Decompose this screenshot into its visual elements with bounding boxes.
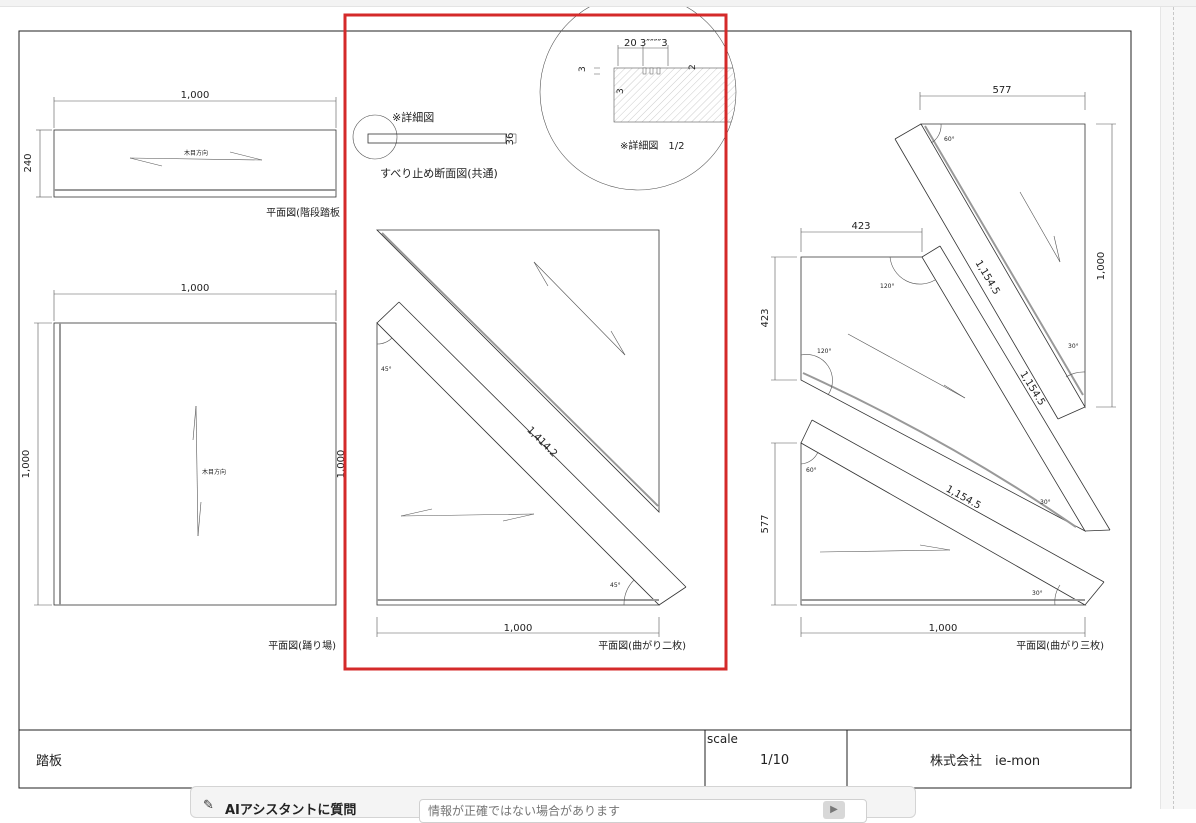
angle-60-bottom: 60° — [806, 467, 817, 474]
angle-120-a: 120° — [880, 283, 894, 290]
dim-winder-three-diag-a: 1,154.5 — [973, 259, 1002, 297]
winder-three-middle-groove — [802, 372, 1077, 528]
view-label-winder-three: 平面図(曲がり三枚) — [1016, 639, 1104, 652]
section-label: すべり止め断面図(共通) — [380, 166, 498, 180]
detail-mark: ※詳細図 — [392, 110, 434, 124]
dim-landing-width: 1,000 — [181, 283, 210, 294]
drawing-sheet-area: 踏板 scale 1/10 株式会社 ie-mon 1,000 240 木目方向… — [0, 7, 1160, 809]
nonslip-section-profile — [367, 133, 507, 144]
winder-two-upper-triangle — [376, 229, 660, 513]
detail-dim-3-inner: 3 — [616, 88, 626, 94]
part-name: 踏板 — [36, 754, 62, 769]
dim-section-36: 36 — [505, 133, 516, 146]
winder-two-lower-triangle — [376, 322, 660, 606]
angle-45-bottom: 45° — [610, 582, 621, 589]
dim-landing-height: 1,000 — [21, 450, 32, 479]
view-stair-tread: 1,000 240 木目方向 平面図(階段踏板 — [23, 90, 340, 219]
detail-widths: 20 3″″″″3 — [624, 38, 668, 49]
angle-30-bottom: 30° — [1032, 590, 1043, 597]
right-scroll-panel[interactable] — [1160, 7, 1196, 809]
company-name: 株式会社 ie-mon — [930, 753, 1040, 769]
angle-30-top: 30° — [1068, 343, 1079, 350]
detail-callout-circle — [352, 114, 398, 160]
send-icon[interactable]: ▶ — [823, 801, 845, 819]
detail-scale-label: ※詳細図 1/2 — [620, 139, 684, 152]
winder-three-bottom-piece — [800, 442, 1087, 606]
view-winder-two: 1,414.2 45° 45° 1,000 平面図(曲がり二枚) — [376, 229, 687, 652]
detail-enlargement: 20 3″″″″3 3 2 3 ※詳細図 1/2 — [539, 7, 737, 191]
view-label-winder-two: 平面図(曲がり二枚) — [598, 639, 686, 652]
scale-label: scale — [707, 732, 738, 746]
dim-winder-three-height: 1,000 — [1096, 252, 1107, 281]
dim-landing-height-right: 1,000 — [336, 450, 347, 479]
tread-outline — [53, 129, 337, 198]
grain-note-landing: 木目方向 — [202, 468, 226, 476]
view-label-landing: 平面図(踊り場) — [268, 639, 336, 652]
angle-120-b: 120° — [817, 348, 831, 355]
angle-45-top: 45° — [381, 366, 392, 373]
detail-board-section — [613, 67, 736, 123]
detail-dim-3-left: 3 — [578, 66, 588, 72]
dim-tread-depth: 240 — [23, 153, 34, 172]
grain-note-tread: 木目方向 — [184, 149, 208, 157]
winder-two-upper-groove — [381, 232, 659, 507]
winder-three-top-groove — [924, 125, 1084, 396]
nonslip-section: ※詳細図 36 すべり止め断面図(共通) — [352, 110, 517, 180]
view-label-stair-tread: 平面図(階段踏板 — [266, 206, 340, 219]
winder-three-top-piece — [920, 123, 1086, 409]
dim-winder-three-top-width: 577 — [992, 85, 1011, 96]
top-bar — [0, 0, 1196, 7]
highlight-box — [343, 13, 728, 671]
landing-outline — [53, 322, 337, 606]
angle-60-top: 60° — [944, 136, 955, 143]
chat-edit-icon: ✎ — [203, 798, 214, 813]
view-winder-three: 577 1,000 60° 30° 1,154.5 423 423 120° 1 — [760, 85, 1116, 652]
assistant-question-input[interactable] — [419, 799, 867, 823]
dim-winder-three-middle-width: 423 — [851, 221, 870, 232]
dim-winder-two-diagonal: 1,414.2 — [524, 425, 559, 460]
view-landing: 1,000 1,000 1,000 木目方向 平面図(踊り場) — [21, 283, 347, 652]
dim-winder-three-middle-height: 423 — [760, 308, 771, 327]
sheet-border — [18, 30, 1132, 789]
dim-winder-two-width: 1,000 — [504, 623, 533, 634]
technical-drawing: 踏板 scale 1/10 株式会社 ie-mon 1,000 240 木目方向… — [18, 7, 1132, 789]
dim-tread-width: 1,000 — [181, 90, 210, 101]
dim-winder-three-bottom-height: 577 — [760, 514, 771, 533]
dim-winder-three-width: 1,000 — [929, 623, 958, 634]
ai-assistant-bar: ✎ AIアシスタントに質問 ▶ — [190, 786, 916, 823]
scale-value: 1/10 — [760, 753, 789, 768]
angle-30-middle: 30° — [1040, 499, 1051, 506]
scroll-guide-line — [1173, 7, 1174, 809]
detail-dim-2: 2 — [688, 64, 698, 70]
dim-winder-three-diag-c: 1,154.5 — [944, 484, 983, 512]
